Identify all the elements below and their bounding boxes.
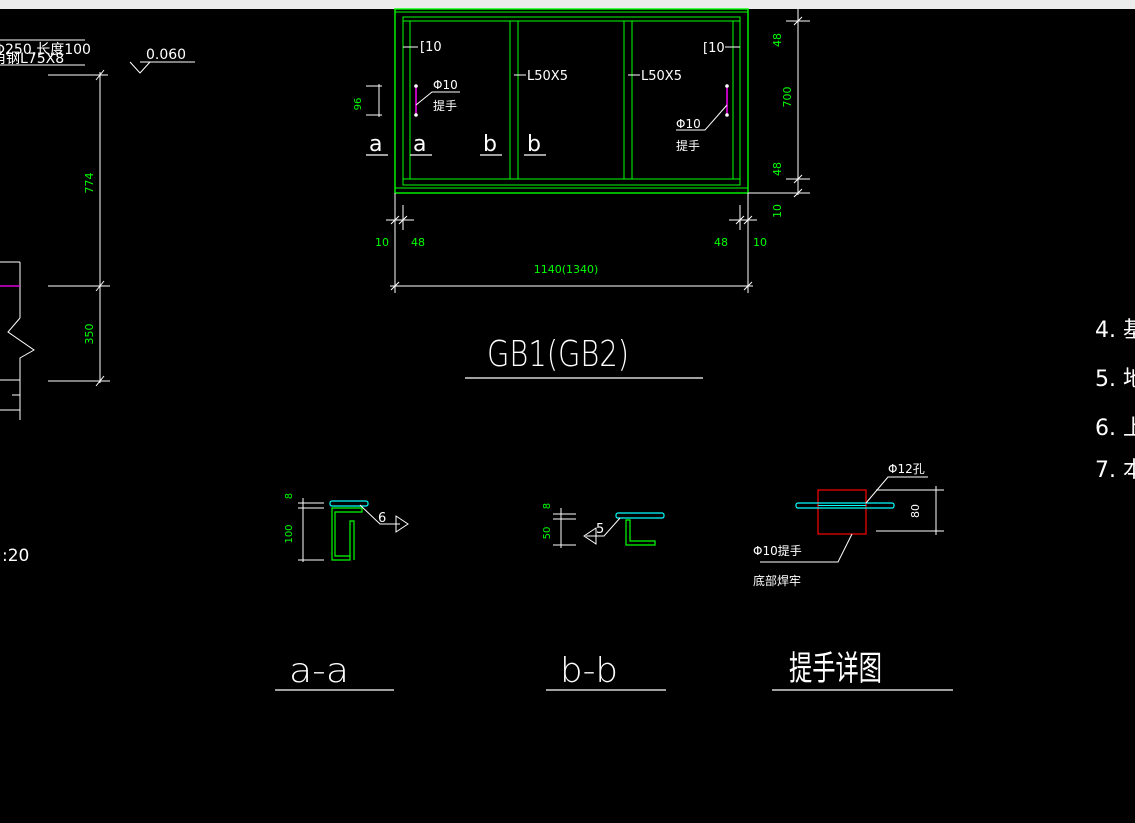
hole-label: Φ12孔 <box>888 462 925 476</box>
dim-80: 80 <box>909 504 922 518</box>
section-a-right: a <box>413 132 426 157</box>
label-l50-2: L50X5 <box>641 69 682 84</box>
gb1-frame: [10 [10 L50X5 L50X5 Φ10 提手 Φ10 提手 96 a a… <box>353 8 810 379</box>
right-notes: 4. 基 5. 地 6. 上 7. 本 <box>1095 318 1135 483</box>
section-bb: 8 50 5 b-b <box>542 503 666 691</box>
bb-dim-50: 50 <box>542 527 553 540</box>
label-handle-left: 提手 <box>433 98 457 113</box>
note-6: 6. 上 <box>1095 416 1135 441</box>
label-c10-right: [10 <box>703 41 725 56</box>
rebar-label: Φ250,长度100 <box>0 42 91 58</box>
label-phi-left: Φ10 <box>433 78 458 92</box>
dim-48-left: 48 <box>411 236 425 249</box>
label-c10-left: [10 <box>420 40 442 55</box>
dim-10-right-vert: 10 <box>771 204 784 218</box>
dim-700: 700 <box>781 87 794 108</box>
left-notes: 角钢L75X8 Φ250,长度100 0.060 774 350 :20 <box>0 39 195 566</box>
dim-48-right: 48 <box>714 236 728 249</box>
dim-10-right: 10 <box>753 236 767 249</box>
aa-dim-8: 8 <box>284 493 295 499</box>
handle-detail-title: 提手详图 <box>789 649 882 689</box>
handle-label: Φ10提手 <box>753 543 802 558</box>
dim-774: 774 <box>83 173 96 194</box>
scale-label: :20 <box>2 546 29 566</box>
handle-detail: Φ12孔 80 Φ10提手 底部焊牢 提手详图 <box>753 462 953 691</box>
aa-title: a-a <box>289 651 349 691</box>
angle-label: 角钢L75X8 <box>0 51 64 67</box>
aa-weld-size: 6 <box>378 511 386 526</box>
bb-weld-size: 5 <box>596 522 604 537</box>
section-aa: 8 100 6 a-a <box>275 493 409 691</box>
dim-48-top: 48 <box>771 33 784 47</box>
gb1-title: GB1(GB2) <box>487 334 629 375</box>
note-5: 5. 地 <box>1095 367 1135 392</box>
aa-dim-100: 100 <box>284 524 295 543</box>
bb-title: b-b <box>560 651 618 691</box>
window-top-bar <box>0 0 1135 9</box>
label-phi-right: Φ10 <box>676 117 701 131</box>
dim-total-width: 1140(1340) <box>534 263 599 276</box>
dim-96: 96 <box>353 98 364 111</box>
section-a-left: a <box>369 132 382 157</box>
section-b-left: b <box>483 132 497 157</box>
bb-dim-8: 8 <box>542 503 553 509</box>
note-4: 4. 基 <box>1095 318 1135 343</box>
dim-350: 350 <box>83 324 96 345</box>
note-7: 7. 本 <box>1095 458 1135 483</box>
label-handle-right: 提手 <box>676 138 700 153</box>
section-b-right: b <box>527 132 541 157</box>
dim-48-bottom: 48 <box>771 162 784 176</box>
dim-10-left: 10 <box>375 236 389 249</box>
label-l50-1: L50X5 <box>527 69 568 84</box>
elevation-label: 0.060 <box>146 47 186 63</box>
weld-note: 底部焊牢 <box>753 573 801 588</box>
